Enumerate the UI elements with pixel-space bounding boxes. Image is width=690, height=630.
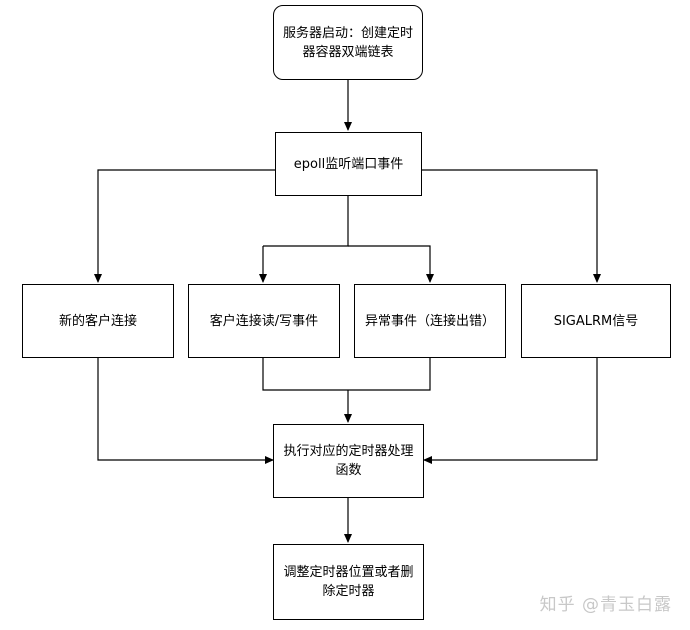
- node-sigalrm-signal-label: SIGALRM信号: [553, 313, 639, 329]
- node-adjust-or-delete-timer-label: 调整定时器位置或者删除定时器: [283, 565, 414, 599]
- node-adjust-or-delete-timer: 调整定时器位置或者删除定时器: [273, 544, 424, 620]
- arrow-sigalrm-to-execute: [423, 358, 598, 464]
- connector-epoll-split: [263, 196, 349, 247]
- arrow-epoll-to-new-client: [94, 169, 275, 283]
- node-execute-timer-handler: 执行对应的定时器处理函数: [273, 424, 424, 498]
- node-server-start-label: 服务器启动：创建定时器容器双端链表: [282, 25, 413, 60]
- arrow-epoll-to-sigalrm: [422, 169, 601, 283]
- watermark: 知乎 @青玉白露: [539, 595, 672, 615]
- node-epoll-listen-label: epoll监听端口事件: [293, 156, 404, 172]
- node-exception-event: 异常事件（连接出错）: [354, 284, 506, 358]
- node-exception-event-label: 异常事件（连接出错）: [364, 313, 495, 329]
- node-new-client-connection-label: 新的客户连接: [58, 313, 137, 329]
- node-new-client-connection: 新的客户连接: [22, 284, 174, 358]
- arrow-split-to-exception: [348, 245, 434, 283]
- node-client-read-write-event-label: 客户连接读/写事件: [209, 313, 319, 329]
- connector-client-rw-merge: [262, 358, 431, 391]
- node-execute-timer-handler-label: 执行对应的定时器处理函数: [283, 444, 414, 478]
- node-server-start: 服务器启动：创建定时器容器双端链表: [273, 5, 423, 80]
- node-client-read-write-event: 客户连接读/写事件: [188, 284, 340, 358]
- node-sigalrm-signal: SIGALRM信号: [521, 284, 671, 358]
- arrow-new-client-to-execute: [97, 358, 274, 464]
- node-epoll-listen: epoll监听端口事件: [275, 132, 422, 196]
